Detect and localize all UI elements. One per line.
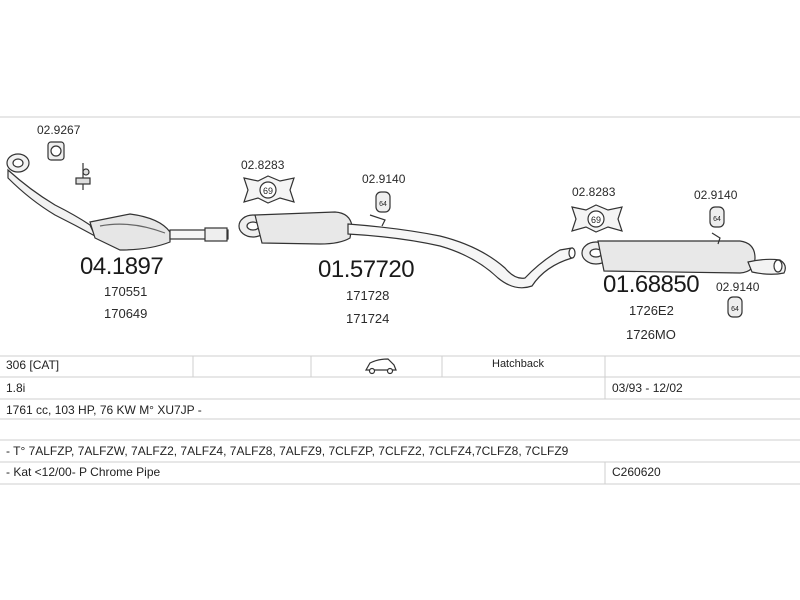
gasket-69-rear-label: 69 (591, 215, 601, 225)
front-pipe-catalyst[interactable] (6, 153, 229, 251)
bolt-hanger-icon (75, 163, 91, 190)
hanger-code-2: 02.9140 (694, 188, 738, 202)
rear-hanger-2-label: 64 (731, 306, 739, 313)
rear-hanger-bracket-icon (711, 232, 721, 245)
production-years: 03/93 - 12/02 (612, 381, 683, 395)
model-label: 306 [CAT] (6, 358, 60, 372)
hanger-bracket-icon (369, 214, 386, 227)
clamp-icon[interactable] (47, 141, 65, 161)
notes: - Kat <12/00- P Chrome Pipe (6, 465, 161, 479)
engine-label: 1.8i (6, 381, 26, 395)
clamp-code: 02.9267 (37, 123, 81, 137)
hanger-label: 64 (379, 201, 387, 208)
engine-specs: 1761 cc, 103 HP, 76 KW M° XU7JP - (6, 403, 202, 417)
car-hatchback-icon (364, 358, 397, 375)
part-number-1[interactable]: 04.1897 (80, 253, 164, 280)
rear-silencer[interactable] (581, 240, 786, 275)
part-number-2[interactable]: 01.57720 (318, 256, 415, 283)
gasket-69-label: 69 (263, 186, 273, 196)
gasket-code-2: 02.8283 (572, 185, 616, 199)
part-3-ref-1: 1726E2 (629, 303, 674, 318)
type-codes: - T° 7ALFZP, 7ALFZW, 7ALFZ2, 7ALFZ4, 7AL… (6, 444, 569, 458)
part-number-3[interactable]: 01.68850 (603, 271, 700, 298)
body-type: Hatchback (492, 358, 544, 370)
part-2-ref-1: 171728 (346, 288, 390, 303)
part-1-ref-2: 170649 (104, 306, 148, 321)
rear-hanger-1-icon[interactable] (709, 206, 725, 228)
catalog-number: C260620 (612, 465, 661, 479)
part-1-ref-1: 170551 (104, 284, 148, 299)
hanger-icon[interactable] (375, 191, 391, 213)
part-2-ref-2: 171724 (346, 311, 390, 326)
rear-hanger-2-icon[interactable] (727, 296, 743, 318)
gasket-code-1: 02.8283 (241, 158, 285, 172)
part-3-ref-2: 1726MO (626, 327, 676, 342)
rear-hanger-1-label: 64 (713, 216, 721, 223)
gasket-69-rear-icon[interactable] (571, 204, 623, 233)
hanger-code-1: 02.9140 (362, 172, 406, 186)
middle-silencer[interactable] (238, 211, 576, 289)
gasket-69-icon[interactable] (243, 175, 295, 204)
hanger-code-3: 02.9140 (716, 280, 760, 294)
